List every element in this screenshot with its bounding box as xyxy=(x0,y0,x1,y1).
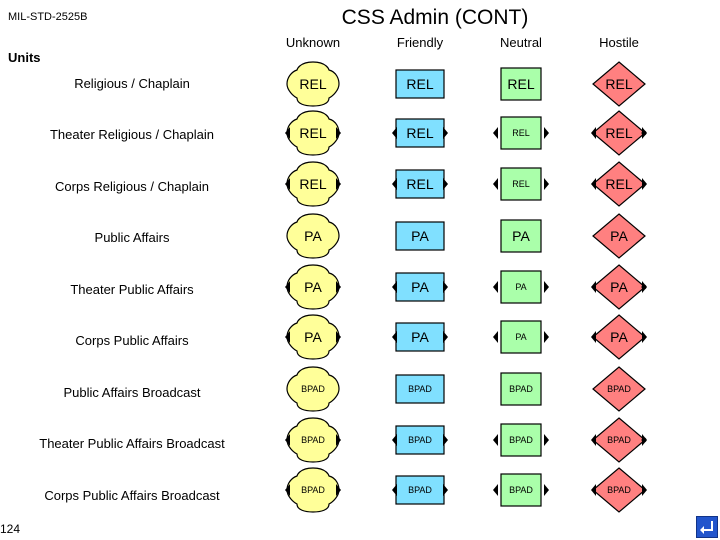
units-label: Units xyxy=(8,50,41,65)
friendly-theater-symbol-pa: PA xyxy=(392,272,448,302)
svg-text:REL: REL xyxy=(512,128,530,138)
hostile-unit-symbol-bpad: BPAD xyxy=(592,366,646,412)
column-header-hostile: Hostile xyxy=(599,35,639,50)
svg-text:PA: PA xyxy=(304,279,322,295)
svg-text:BPAD: BPAD xyxy=(509,435,533,445)
hostile-corps-symbol-rel: REL xyxy=(591,161,647,207)
hostile-unit-symbol-pa: PA xyxy=(592,213,646,259)
neutral-unit-symbol-bpad: BPAD xyxy=(500,372,542,406)
svg-text:REL: REL xyxy=(299,76,326,92)
friendly-theater-symbol-bpad: BPAD xyxy=(392,425,448,455)
svg-text:PA: PA xyxy=(411,329,429,345)
svg-text:BPAD: BPAD xyxy=(301,435,325,445)
svg-text:REL: REL xyxy=(605,125,632,141)
svg-text:BPAD: BPAD xyxy=(408,384,432,394)
svg-text:BPAD: BPAD xyxy=(408,435,432,445)
page-title: CSS Admin (CONT) xyxy=(341,6,529,29)
svg-text:REL: REL xyxy=(406,76,433,92)
neutral-theater-symbol-pa: PA xyxy=(493,270,549,304)
row-label: Corps Public Affairs Broadcast xyxy=(44,488,220,503)
svg-text:REL: REL xyxy=(299,176,326,192)
svg-text:REL: REL xyxy=(406,125,433,141)
row-label: Theater Public Affairs Broadcast xyxy=(39,436,225,451)
return-arrow-icon[interactable] xyxy=(696,516,718,538)
svg-text:PA: PA xyxy=(515,332,526,342)
svg-text:REL: REL xyxy=(406,176,433,192)
svg-text:REL: REL xyxy=(605,176,632,192)
svg-text:PA: PA xyxy=(411,228,429,244)
svg-text:PA: PA xyxy=(610,279,628,295)
neutral-unit-symbol-pa: PA xyxy=(500,219,542,253)
svg-text:BPAD: BPAD xyxy=(509,384,533,394)
hostile-theater-symbol-bpad: BPAD xyxy=(591,417,647,463)
unknown-unit-symbol-bpad: BPAD xyxy=(286,366,340,412)
svg-text:PA: PA xyxy=(304,228,322,244)
svg-text:REL: REL xyxy=(299,125,326,141)
hostile-theater-symbol-pa: PA xyxy=(591,264,647,310)
unknown-unit-symbol-pa: PA xyxy=(286,213,340,259)
row-label: Corps Public Affairs xyxy=(75,333,189,348)
hostile-theater-symbol-rel: REL xyxy=(591,110,647,156)
unknown-corps-symbol-bpad: BPAD xyxy=(285,467,341,513)
neutral-corps-symbol-pa: PA xyxy=(493,320,549,354)
row-label: Public Affairs Broadcast xyxy=(63,385,201,400)
friendly-corps-symbol-pa: PA xyxy=(392,322,448,352)
svg-text:REL: REL xyxy=(512,179,530,189)
svg-text:BPAD: BPAD xyxy=(301,485,325,495)
friendly-corps-symbol-rel: REL xyxy=(392,169,448,199)
neutral-theater-symbol-rel: REL xyxy=(493,116,549,150)
friendly-unit-symbol-bpad: BPAD xyxy=(395,374,445,404)
svg-text:PA: PA xyxy=(610,228,628,244)
svg-text:BPAD: BPAD xyxy=(408,485,432,495)
friendly-theater-symbol-rel: REL xyxy=(392,118,448,148)
friendly-corps-symbol-bpad: BPAD xyxy=(392,475,448,505)
unknown-theater-symbol-rel: REL xyxy=(285,110,341,156)
svg-text:PA: PA xyxy=(610,329,628,345)
svg-text:BPAD: BPAD xyxy=(607,435,631,445)
row-label: Corps Religious / Chaplain xyxy=(55,179,209,194)
svg-text:REL: REL xyxy=(507,76,534,92)
svg-text:BPAD: BPAD xyxy=(607,384,631,394)
svg-text:PA: PA xyxy=(512,228,530,244)
friendly-unit-symbol-pa: PA xyxy=(395,221,445,251)
row-label: Religious / Chaplain xyxy=(74,76,190,91)
unknown-corps-symbol-rel: REL xyxy=(285,161,341,207)
neutral-theater-symbol-bpad: BPAD xyxy=(493,423,549,457)
row-label: Theater Public Affairs xyxy=(70,282,194,297)
svg-text:BPAD: BPAD xyxy=(607,485,631,495)
standard-label: MIL-STD-2525B xyxy=(8,11,88,23)
friendly-unit-symbol-rel: REL xyxy=(395,69,445,99)
row-label: Public Affairs xyxy=(94,230,170,245)
hostile-unit-symbol-rel: REL xyxy=(592,61,646,107)
svg-text:PA: PA xyxy=(515,282,526,292)
unknown-theater-symbol-bpad: BPAD xyxy=(285,417,341,463)
column-header-unknown: Unknown xyxy=(285,35,341,50)
column-header-neutral: Neutral xyxy=(500,35,542,50)
row-label: Theater Religious / Chaplain xyxy=(49,127,215,142)
svg-text:PA: PA xyxy=(411,279,429,295)
svg-text:REL: REL xyxy=(605,76,632,92)
unknown-unit-symbol-rel: REL xyxy=(286,61,340,107)
svg-text:BPAD: BPAD xyxy=(301,384,325,394)
hostile-corps-symbol-pa: PA xyxy=(591,314,647,360)
page-number: 124 xyxy=(0,522,21,536)
unknown-theater-symbol-pa: PA xyxy=(285,264,341,310)
svg-text:PA: PA xyxy=(304,329,322,345)
unknown-corps-symbol-pa: PA xyxy=(285,314,341,360)
neutral-unit-symbol-rel: REL xyxy=(500,67,542,101)
neutral-corps-symbol-rel: REL xyxy=(493,167,549,201)
svg-text:BPAD: BPAD xyxy=(509,485,533,495)
column-header-friendly: Friendly xyxy=(396,35,444,50)
neutral-corps-symbol-bpad: BPAD xyxy=(493,473,549,507)
hostile-corps-symbol-bpad: BPAD xyxy=(591,467,647,513)
